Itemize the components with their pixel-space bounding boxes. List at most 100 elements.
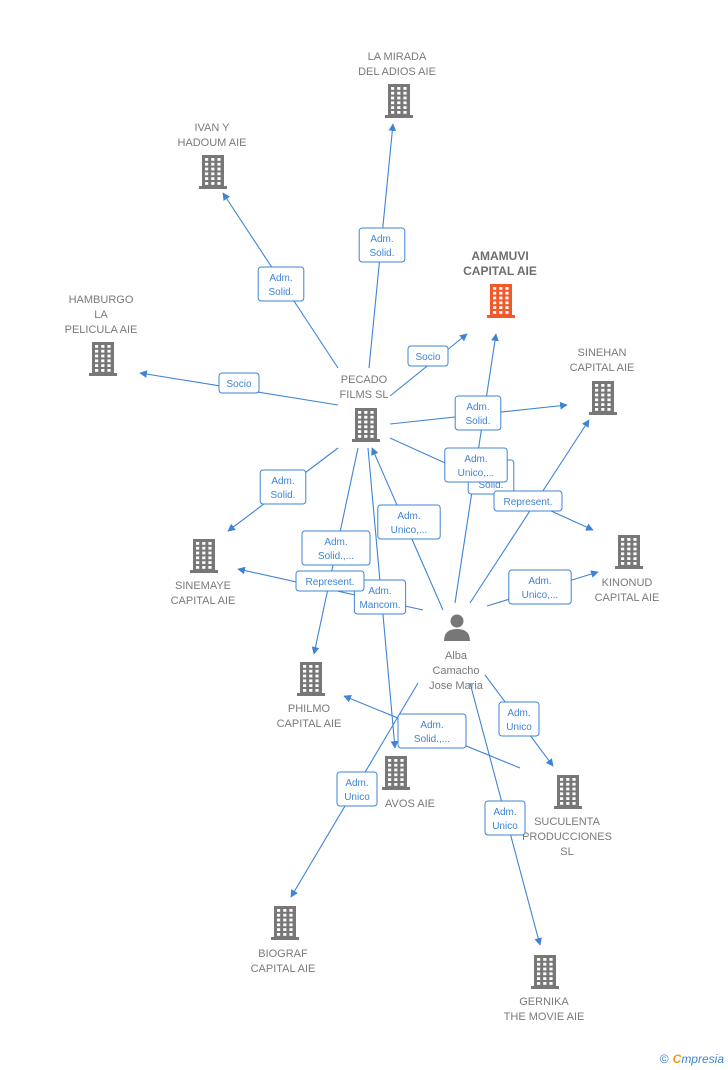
node-label: IVAN Y: [194, 122, 230, 134]
copyright-icon: ©: [659, 1052, 669, 1066]
edge-label-alba-pecado[interactable]: Adm.Unico,...: [377, 504, 441, 540]
node-pecado[interactable]: PECADO FILMS SL: [340, 374, 389, 442]
brand-rest: mpresia: [681, 1052, 724, 1066]
node-label: SINEMAYE: [175, 580, 231, 592]
edge-label-pecado-ivan[interactable]: Adm. Solid.: [257, 266, 305, 302]
edge-label-text: Solid.: [465, 416, 490, 427]
node-label: THE MOVIE AIE: [504, 1011, 585, 1023]
node-label: Camacho: [432, 665, 479, 677]
edge-label-box: [498, 701, 540, 737]
building-icon: [531, 955, 559, 989]
edge-label-text: Adm.: [269, 273, 292, 284]
edge-label-box: [508, 569, 572, 605]
edge-label-text: Adm.: [528, 576, 551, 587]
node-sinemaye[interactable]: SINEMAYE CAPITAL AIE: [171, 539, 236, 607]
node-label: PECADO: [341, 374, 388, 386]
edge-label-pecado-mirada[interactable]: Adm. Solid.: [358, 227, 406, 263]
edge-label-box: [301, 530, 371, 566]
edge-label-text: Adm.: [271, 476, 294, 487]
edge-label-text: Unico: [344, 792, 370, 803]
node-label: HADOUM AIE: [177, 137, 246, 149]
node-label: LA: [94, 309, 108, 321]
edge-label-text: Adm.: [370, 234, 393, 245]
building-icon: [589, 381, 617, 415]
edge-label-text: Solid.: [478, 480, 503, 491]
edge-label-alba-biograf[interactable]: Adm. Unico: [336, 771, 378, 807]
person-icon: [444, 614, 470, 641]
edge-label-text: Unico,...: [458, 468, 495, 479]
edge-label-text: Adm.: [420, 720, 443, 731]
edge-label-text: Adm.: [493, 807, 516, 818]
node-label: AMAMUVI: [471, 249, 528, 263]
node-label: BIOGRAF: [258, 948, 308, 960]
building-icon: [554, 775, 582, 809]
edge-label-text: Solid.,...: [414, 734, 450, 745]
edge-label-text: Adm.: [507, 708, 530, 719]
edge-label-pecado-amamuvi[interactable]: Socio: [407, 345, 449, 367]
node-ivan[interactable]: IVAN Y HADOUM AIE: [177, 122, 247, 189]
building-icon: [271, 906, 299, 940]
edge-label-alba-amamuvi[interactable]: Adm. Unico,...: [444, 447, 508, 483]
edge-label-text: Represent.: [504, 497, 553, 508]
edge-label-box: [353, 579, 407, 615]
building-icon: [487, 284, 515, 318]
node-kinonud[interactable]: KINONUD CAPITAL AIE: [595, 535, 660, 604]
edge-label-pecado-avos[interactable]: Adm.Mancom.: [353, 579, 407, 615]
node-label: KINONUD: [602, 577, 653, 589]
edge-label-alba-sinemaye[interactable]: Represent.: [295, 570, 365, 592]
edge-label-box: [484, 800, 526, 836]
node-avos[interactable]: AVOS AIE: [382, 756, 435, 810]
edge-label-text: Unico: [506, 722, 532, 733]
edge-label-alba-kinonud[interactable]: Adm. Unico,...: [508, 569, 572, 605]
node-label: Jose Maria: [429, 680, 484, 692]
edge-label-text: Adm.: [397, 511, 420, 522]
node-label: FILMS SL: [340, 389, 389, 401]
edge-label-suculenta-philmo[interactable]: Adm. Solid.,...: [397, 713, 467, 749]
edge-label-box: [444, 447, 508, 483]
node-label: CAPITAL AIE: [277, 718, 342, 730]
edge-label-pecado-philmo[interactable]: Adm.Solid.,...: [301, 530, 371, 566]
node-label: SUCULENTA: [534, 816, 600, 828]
edge-label-pecado-sinehan[interactable]: Adm.Solid.: [454, 395, 502, 431]
node-label: CAPITAL AIE: [463, 264, 537, 278]
node-label: Alba: [445, 650, 468, 662]
edge-label-alba-gernika[interactable]: Adm. Unico: [484, 800, 526, 836]
node-label: CAPITAL AIE: [171, 595, 236, 607]
edge-label-text: Unico,...: [522, 590, 559, 601]
edge-label-pecado-hamburgo[interactable]: Socio: [218, 372, 260, 394]
edge-label-text: Unico: [492, 821, 518, 832]
edge-label-text: Adm.: [464, 454, 487, 465]
edge-label-box: [493, 490, 563, 512]
node-label: SINEHAN: [578, 347, 627, 359]
edge-label-text: Mancom.: [359, 600, 400, 611]
edge-label-box: [407, 345, 449, 367]
node-label: LA MIRADA: [368, 51, 427, 63]
node-label: CAPITAL AIE: [595, 592, 660, 604]
empresia-logo[interactable]: ©Cmpresia: [660, 1052, 724, 1066]
edge-label-box: [218, 372, 260, 394]
node-label: PRODUCCIONES: [522, 831, 612, 843]
edge-label-text: Adm.: [345, 778, 368, 789]
edge-label-text: Solid.: [268, 287, 293, 298]
building-icon: [297, 662, 325, 696]
edge-label-text: Solid.: [369, 248, 394, 259]
edge-label-text: Solid.: [270, 490, 295, 501]
node-label: HAMBURGO: [69, 294, 134, 306]
building-icon: [190, 539, 218, 573]
edge-label-text: Represent.: [306, 577, 355, 588]
edge-label-alba-suculenta[interactable]: Adm. Unico: [498, 701, 540, 737]
edge-label-alba-sinehan[interactable]: Represent.: [493, 490, 563, 512]
building-icon: [199, 155, 227, 189]
edge-label-pecado-sinemaye[interactable]: Adm. Solid.: [259, 469, 307, 505]
